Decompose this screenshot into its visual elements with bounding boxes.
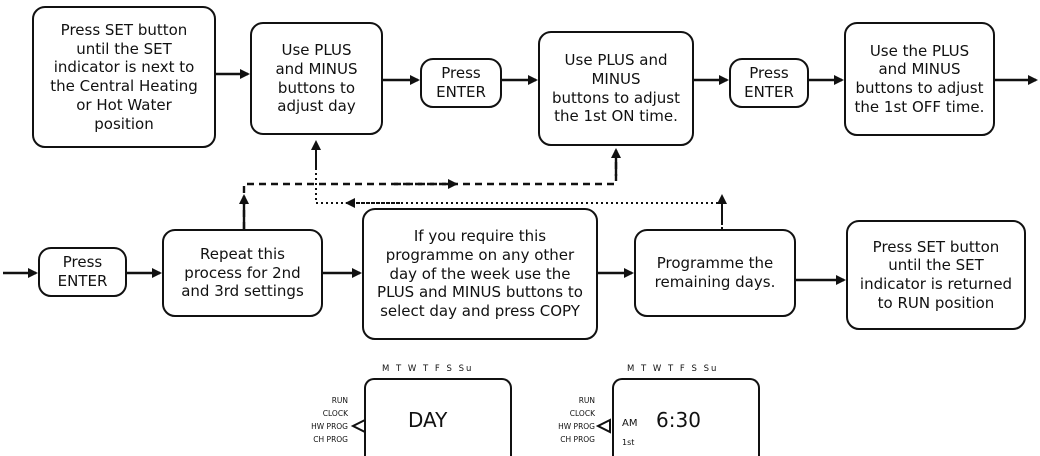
display2-mode-run: RUN [579,396,595,405]
display1-mode-hw: HW PROG [311,422,348,431]
step-press-enter-3: Press ENTER [38,247,127,297]
display1-mode-run: RUN [332,396,348,405]
display1-days: M T W T F S Su [382,364,473,374]
step-adjust-on-time: Use PLUS and MINUS buttons to adjust the… [538,31,694,146]
dotted-loop-line [315,145,723,229]
step-repeat-process: Repeat this process for 2nd and 3rd sett… [162,229,323,317]
step-copy-programme: If you require this programme on any oth… [362,208,598,340]
lcd-display-day-text: DAY [408,408,448,432]
display2-mode-ch: CH PROG [560,435,595,444]
display2-mode-hw: HW PROG [558,422,595,431]
display2-mode-clock: CLOCK [570,409,596,418]
display1-mode-ch: CH PROG [313,435,348,444]
lcd-display-ampm: AM [622,418,638,429]
lcd-display-time [612,378,760,456]
step-press-enter-1: Press ENTER [420,58,502,108]
lcd-display-setting: 1st [622,438,635,447]
display2-mode-indicator [595,418,611,434]
step-adjust-day: Use PLUS and MINUS buttons to adjust day [250,22,383,135]
step-press-set: Press SET button until the SET indicator… [32,6,216,148]
step-adjust-off-time: Use the PLUS and MINUS buttons to adjust… [844,22,995,136]
step-press-enter-2: Press ENTER [729,58,809,108]
lcd-display-time-text: 6:30 [656,408,701,432]
lcd-display-day [364,378,512,456]
step-programme-remaining: Programme the remaining days. [634,229,796,317]
step-return-to-run: Press SET button until the SET indicator… [846,220,1026,330]
display2-days: M T W T F S Su [627,364,718,374]
display1-mode-clock: CLOCK [323,409,349,418]
